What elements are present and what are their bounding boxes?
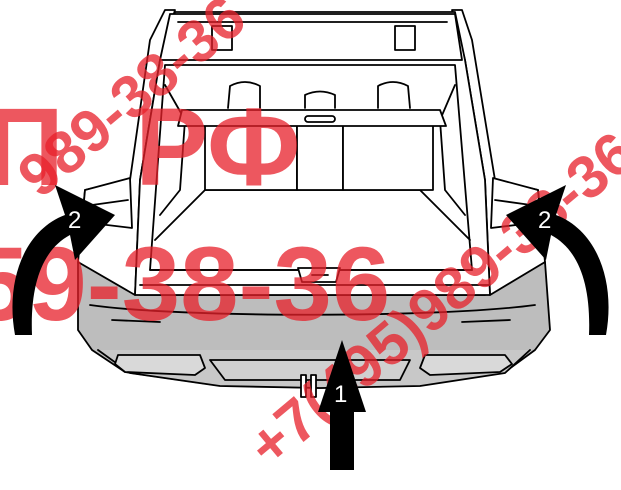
watermark-phone-3: 59-38-36	[0, 226, 390, 343]
headrest-middle	[304, 90, 336, 109]
cargo-trim-left	[159, 84, 186, 216]
arrow-1-push-up	[318, 340, 366, 470]
reflector-left	[111, 319, 161, 323]
headrest-right	[377, 81, 411, 109]
seat-back-left	[204, 124, 298, 191]
reflector-right	[461, 319, 511, 323]
exhaust-left	[114, 354, 206, 376]
taillight-right-inner	[494, 199, 532, 206]
cargo-cover	[177, 109, 447, 127]
bumper-crease	[89, 304, 536, 316]
callout-label-2-right: 2	[538, 207, 551, 234]
callout-label-1: 1	[334, 381, 347, 408]
vehicle-rear	[77, 9, 551, 398]
towing-eye	[300, 374, 317, 398]
cargo-cover-handle	[304, 115, 336, 123]
exhaust-right	[419, 354, 513, 376]
callout-label-2-left: 2	[68, 207, 81, 234]
callout-arrows	[12, 185, 609, 470]
headrest-left	[227, 81, 261, 109]
arrow-2-right-curve	[506, 185, 609, 335]
cargo-trim-right	[439, 84, 466, 216]
arrow-2-left-curve	[12, 185, 115, 335]
tailgate-latch-right	[394, 25, 416, 51]
seat-back-right	[342, 124, 434, 191]
taillight-left-inner	[91, 199, 129, 206]
watermark-brand-prefix: П	[0, 86, 64, 209]
seat-back-middle	[296, 124, 344, 191]
tailgate-latch-left	[211, 25, 233, 51]
open-tailgate	[159, 13, 463, 61]
watermark-brand: РФ	[135, 86, 301, 209]
